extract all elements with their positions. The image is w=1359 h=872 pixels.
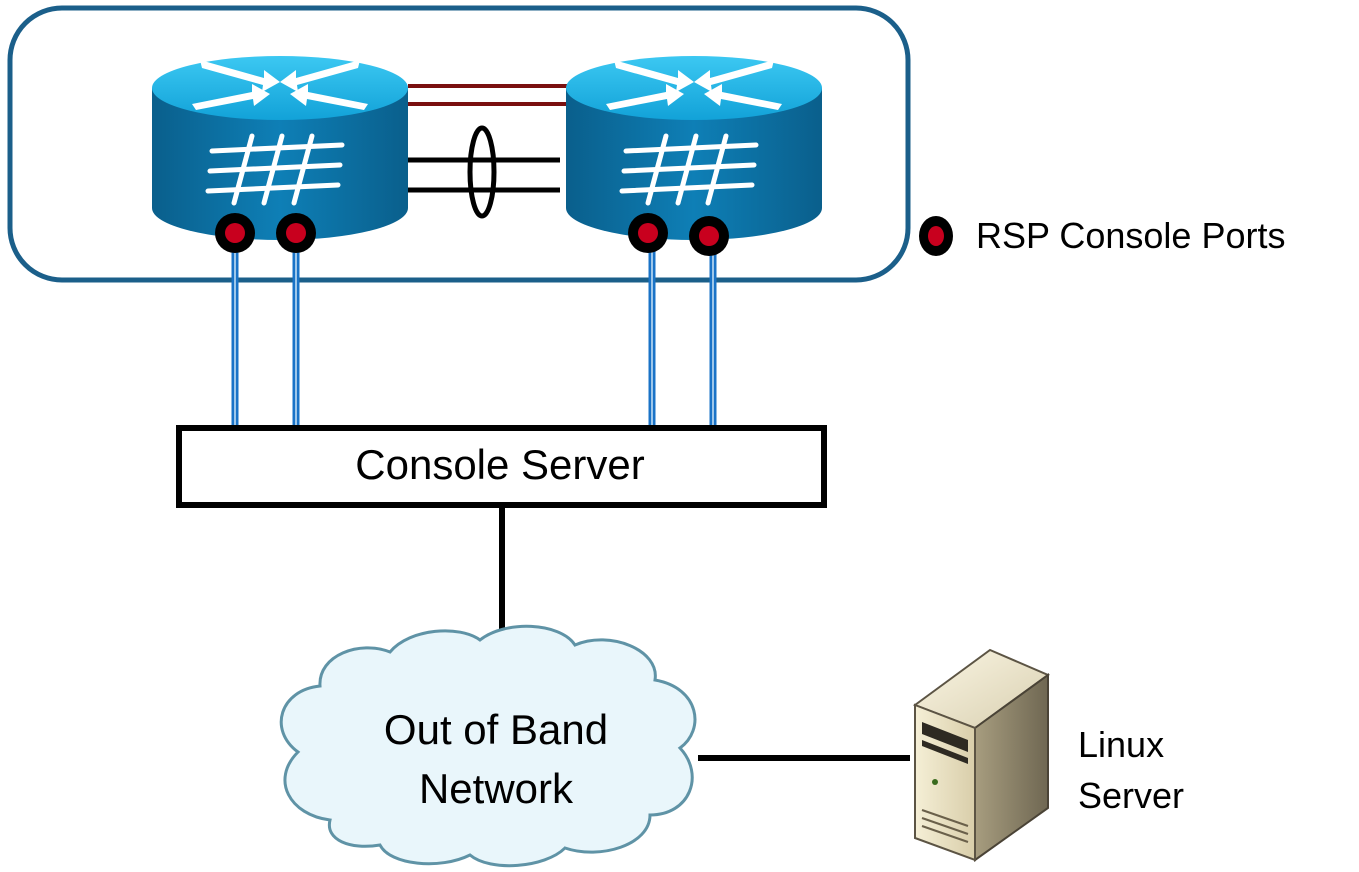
linux-server-label-line2: Server	[1078, 775, 1184, 816]
console-port-icon	[628, 213, 668, 253]
link-bundle-ellipse	[467, 125, 497, 219]
console-server-label: Console Server	[355, 441, 644, 488]
router-cluster-boundary	[7, 5, 911, 283]
cloud-icon: Out of Band Network	[279, 624, 697, 868]
console-cables	[231, 250, 717, 428]
ha-links	[408, 84, 567, 106]
router-icon	[152, 56, 408, 240]
legend-port-icon	[919, 216, 953, 256]
console-server: Console Server	[176, 425, 827, 508]
router-icon	[566, 56, 822, 240]
console-port-icon	[215, 213, 255, 253]
bundled-links	[408, 125, 560, 219]
network-label-line2: Network	[419, 765, 574, 812]
console-port-icon	[689, 216, 729, 256]
server-tower-icon	[912, 648, 1051, 862]
legend: RSP Console Ports	[919, 215, 1285, 256]
console-port-icon	[276, 213, 316, 253]
network-label-line1: Out of Band	[384, 706, 608, 753]
linux-server-label-line1: Linux	[1078, 724, 1164, 765]
legend-label: RSP Console Ports	[976, 215, 1285, 256]
